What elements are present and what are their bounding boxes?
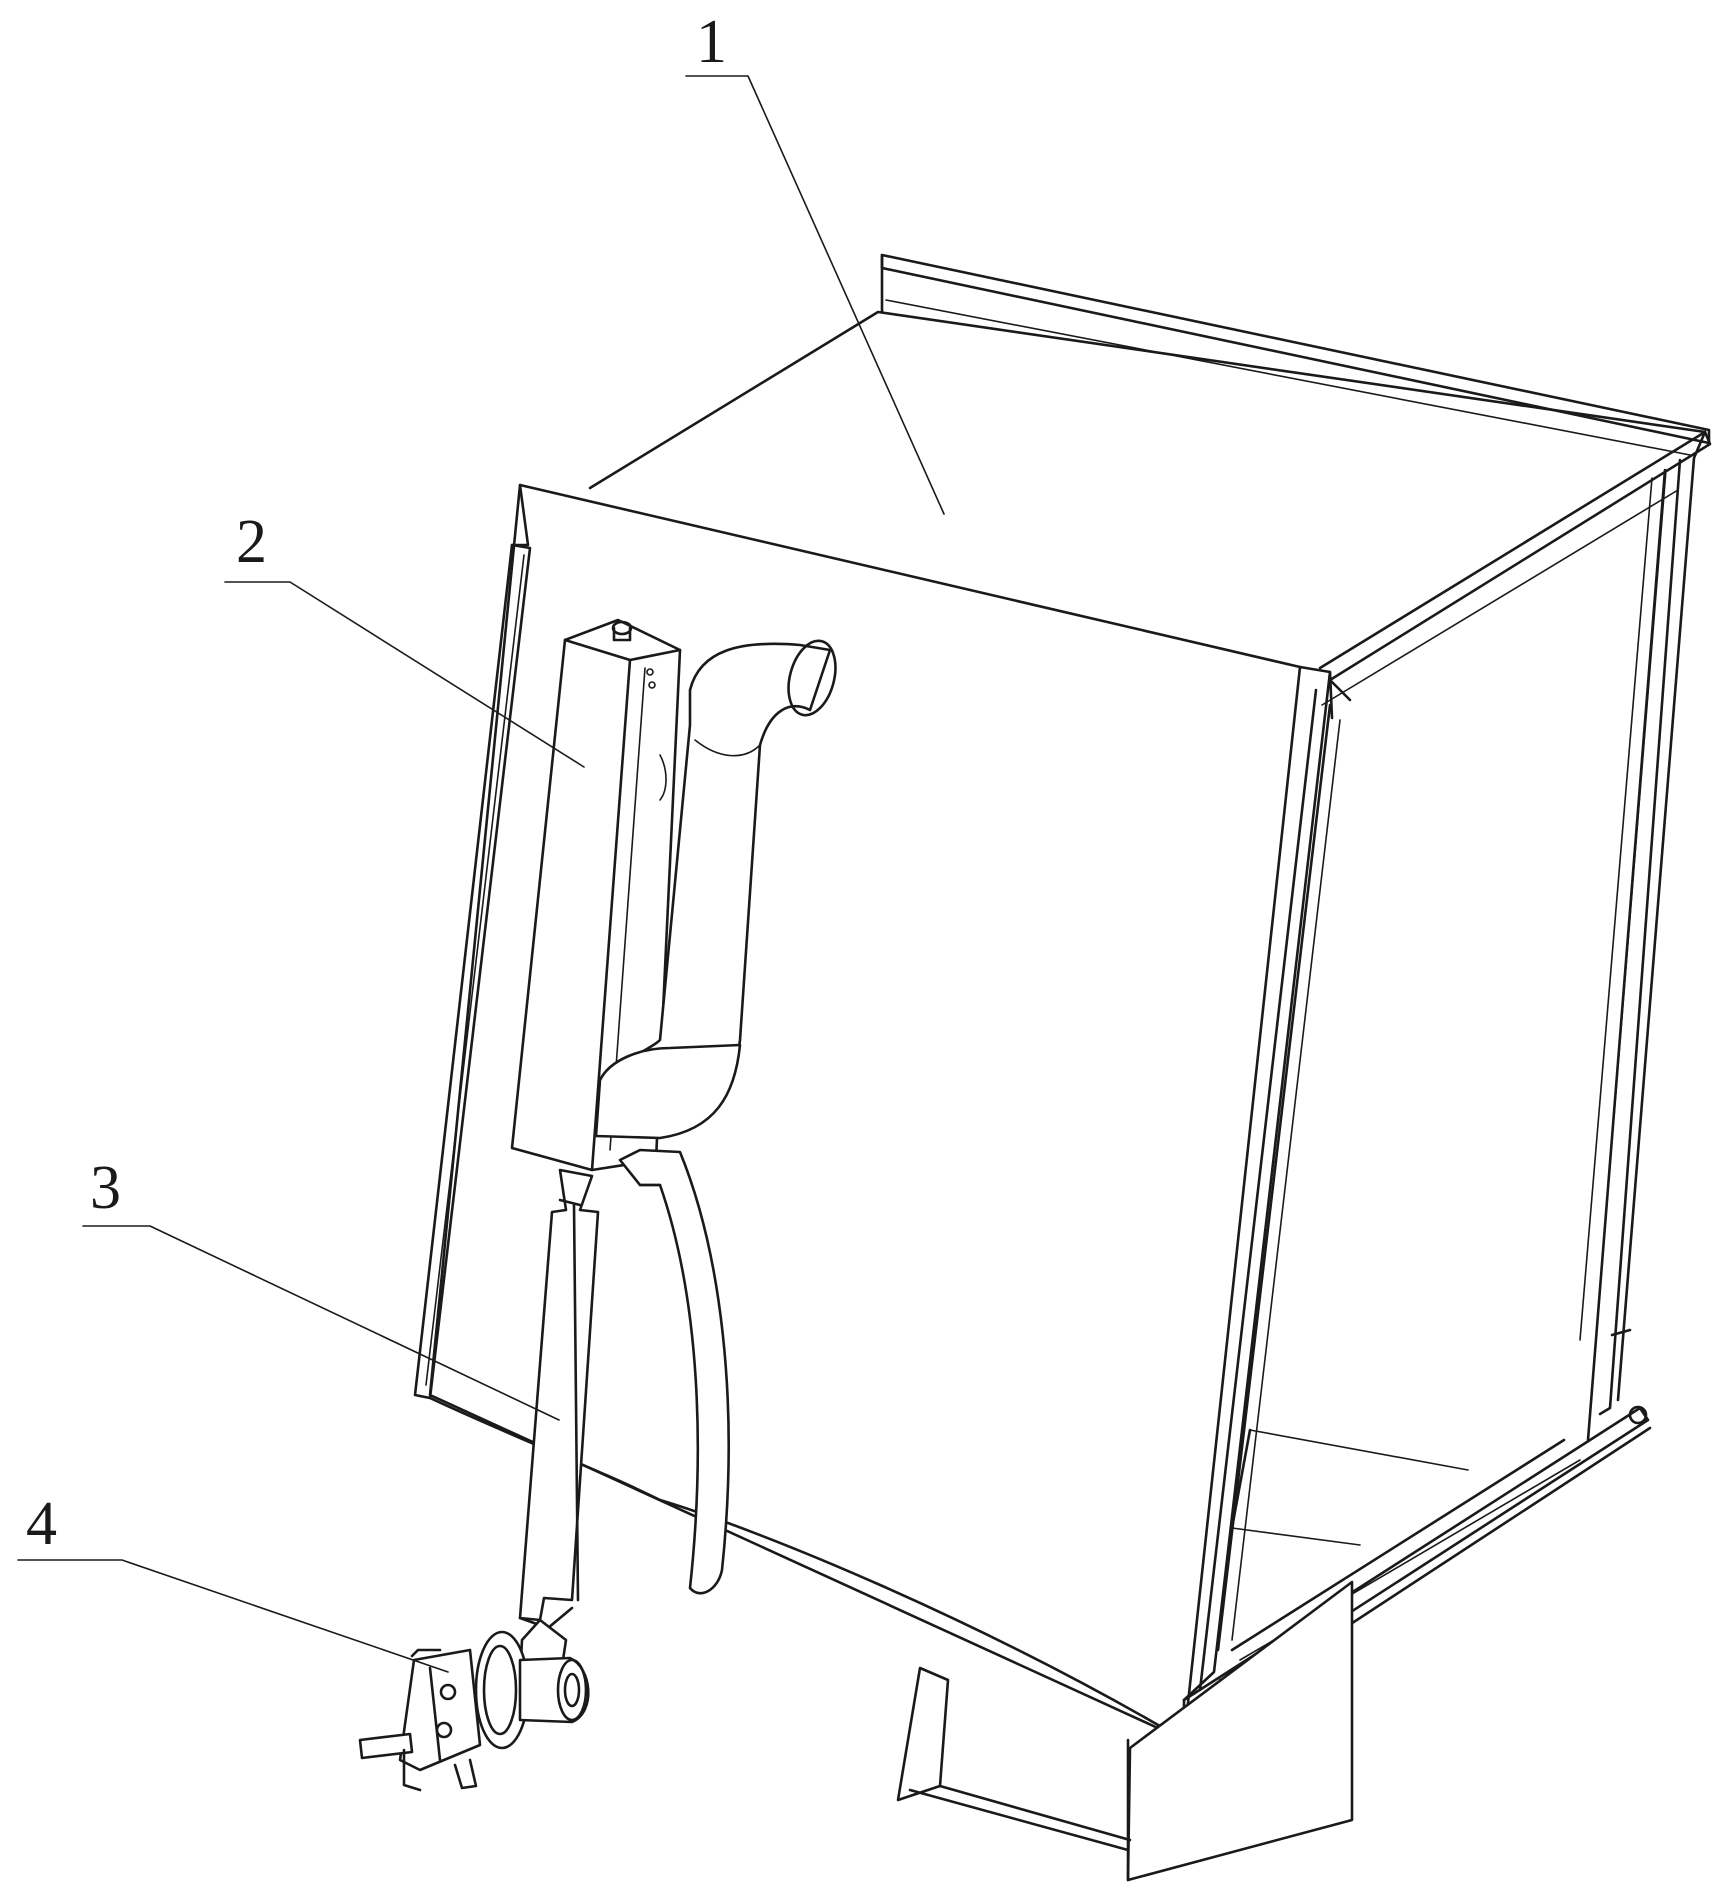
drain-hose	[618, 1148, 730, 1595]
pump-part-4	[358, 1618, 590, 1792]
housing-part-2	[510, 618, 837, 1172]
leader-line-2	[224, 581, 585, 768]
callout-label-2: 2	[236, 508, 267, 576]
leader-line-1	[685, 75, 945, 515]
callout-label-4: 4	[26, 1490, 57, 1558]
leader-line-4	[17, 1559, 449, 1673]
leader-line-3	[82, 1225, 560, 1421]
callout-label-1: 1	[696, 8, 727, 76]
callout-label-3: 3	[90, 1154, 121, 1222]
callout-labels: 1 2 3 4	[26, 8, 727, 1558]
leader-lines	[17, 75, 945, 1673]
